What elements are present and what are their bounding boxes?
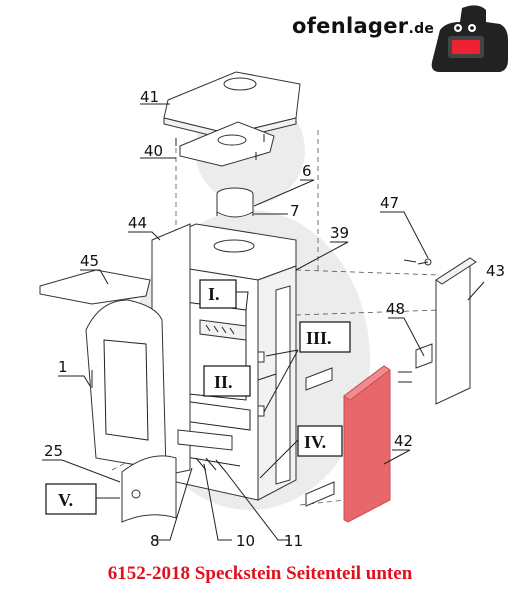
- roman-label-3: III.: [306, 328, 332, 348]
- part-10-ash-pan: [177, 429, 233, 451]
- part-48-brackets: [305, 259, 433, 507]
- label-47: 47: [380, 194, 399, 212]
- brand-logo-icon: [431, 5, 508, 72]
- part-39-rear-rail: [275, 285, 291, 485]
- part-6-7-flue: [216, 187, 254, 218]
- label-40: 40: [144, 142, 163, 160]
- part-42-highlighted-panel: [343, 365, 391, 523]
- part-40-plate: [175, 121, 275, 167]
- roman-labels: I. II. III. IV. V.: [45, 279, 351, 515]
- brand-name: ofenlager.de: [292, 14, 435, 38]
- label-10: 10: [236, 532, 255, 550]
- label-41: 41: [140, 88, 159, 106]
- caption: 6152-2018 Speckstein Seitenteil unten: [107, 563, 413, 584]
- part-45-shelf: [39, 269, 151, 305]
- label-39: 39: [330, 224, 349, 242]
- label-43: 43: [486, 262, 505, 280]
- label-11: 11: [284, 532, 303, 550]
- roman-label-1: I.: [208, 284, 220, 304]
- label-7: 7: [290, 202, 300, 220]
- label-45: 45: [80, 252, 99, 270]
- label-25: 25: [44, 442, 63, 460]
- label-48: 48: [386, 300, 405, 318]
- label-6: 6: [302, 162, 312, 180]
- label-1: 1: [58, 358, 68, 376]
- roman-label-4: IV.: [304, 432, 326, 452]
- label-8: 8: [150, 532, 160, 550]
- part-43-soapstone-panel: [435, 257, 477, 405]
- leader-lines: [42, 103, 485, 541]
- label-44: 44: [128, 214, 147, 232]
- label-42: 42: [394, 432, 413, 450]
- part-1-door: [85, 299, 167, 471]
- roman-label-5: V.: [58, 490, 73, 510]
- part-47-screws: [417, 258, 432, 266]
- part-25-ash-door: [121, 455, 177, 523]
- roman-label-2: II.: [214, 372, 233, 392]
- part-number-labels: 41 40 6 7 44 39 47 45 43 48 1 42 25 8 10…: [44, 88, 505, 550]
